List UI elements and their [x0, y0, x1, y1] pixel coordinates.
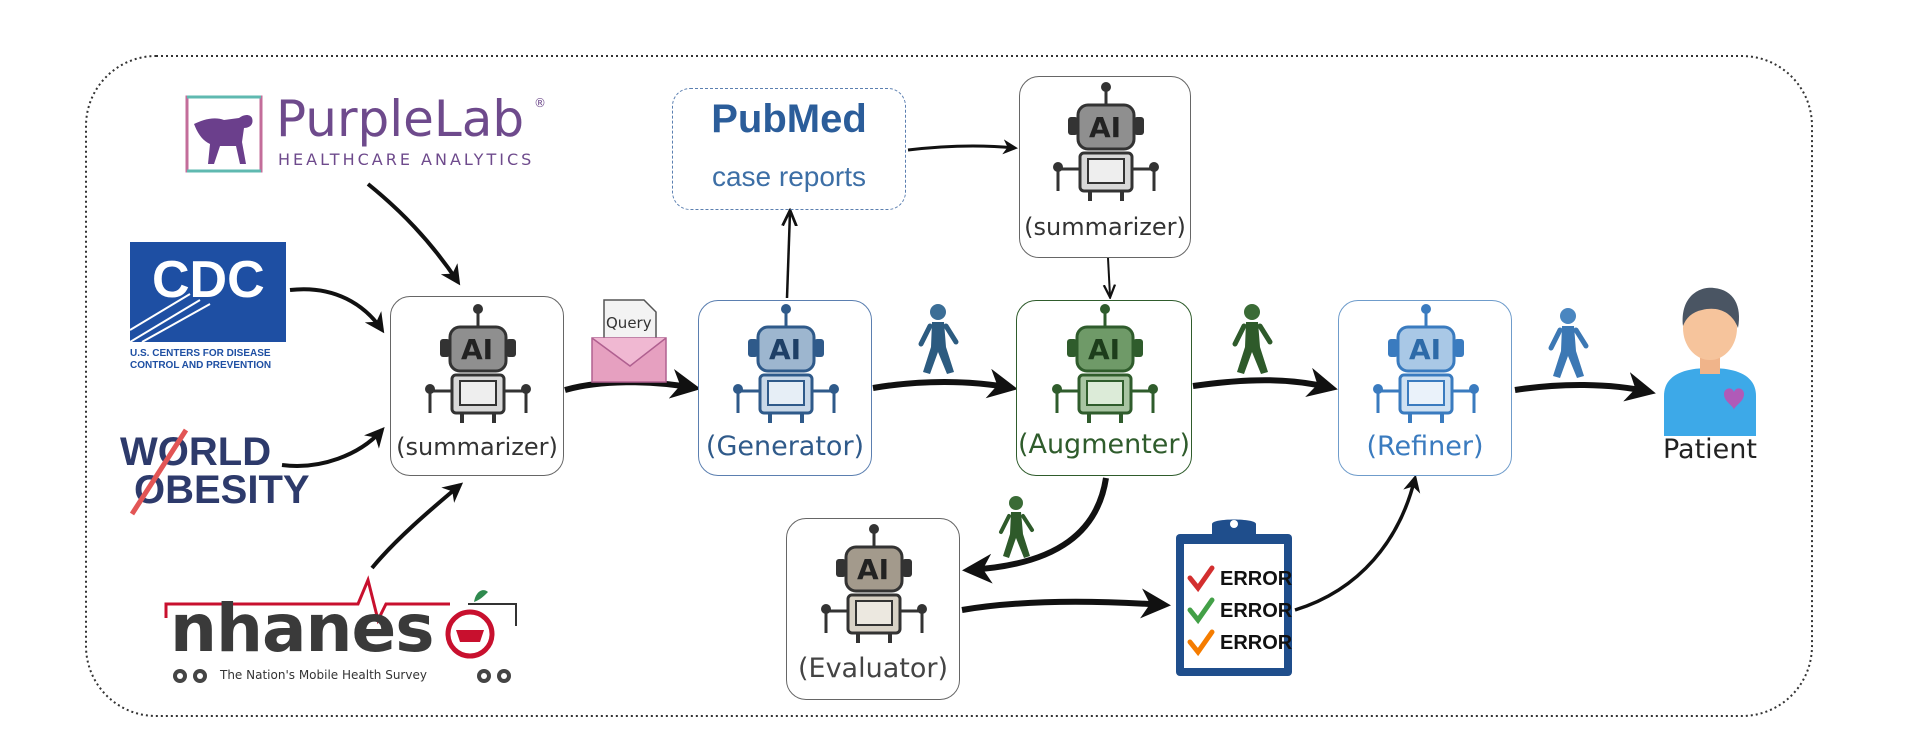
robot-icon — [1053, 82, 1159, 201]
robot-icon — [425, 304, 531, 423]
clipboard-item-2: ERROR — [1220, 600, 1293, 622]
summarizer-top-label: (summarizer) — [1024, 213, 1186, 241]
arrow-evaluator-to-clipboard — [961, 588, 1171, 619]
world-obesity-logo: WORLD OBESITY — [118, 428, 310, 520]
augmenter-label: (Augmenter) — [1017, 429, 1191, 460]
purplelab-registered: ® — [534, 96, 546, 110]
robot-icon — [821, 524, 927, 643]
purplelab-name: PurpleLab — [276, 90, 525, 148]
nhanes-logo: nhanes The Nation's Mobile Health Survey — [158, 560, 528, 690]
patient-label: Patient — [1662, 434, 1757, 465]
evaluator-node: AI (Evaluator) — [786, 518, 960, 700]
augmenter-node: AI (Augmenter) — [1016, 300, 1192, 476]
arrow-nhanes-to-summarizer — [370, 482, 464, 570]
pubmed-source-box: PubMed case reports — [672, 88, 906, 210]
arrow-purplelab-to-summarizer — [366, 182, 461, 286]
evaluator-label: (Evaluator) — [797, 653, 949, 684]
robot-icon — [1052, 304, 1158, 423]
arrow-generator-to-pubmed — [787, 212, 790, 299]
outer-dashed-frame — [85, 55, 1813, 717]
clipboard-icon — [1176, 519, 1292, 676]
clipboard-item-1: ERROR — [1220, 568, 1293, 590]
ai-text: AI — [768, 333, 802, 366]
arrow-pubmed-to-top-summarizer — [907, 139, 1018, 155]
purplelab-logo: PurpleLab ® HEALTHCARE ANALYTICS — [184, 90, 549, 176]
generator-node: AI (Generator) — [698, 300, 872, 476]
error-clipboard: ERROR ERROR ERROR — [1172, 516, 1296, 678]
patient: Patient — [1652, 276, 1768, 476]
refiner-node: AI (Refiner) — [1338, 300, 1512, 476]
walker-icon — [1548, 308, 1589, 378]
summarizer-label: (summarizer) — [396, 433, 558, 461]
clipboard-item-3: ERROR — [1220, 632, 1293, 654]
robot-icon — [733, 304, 839, 423]
cdc-logo: CDC U.S. CENTERS FOR DISEASE CONTROL AND… — [130, 242, 290, 372]
pubmed-subtitle: case reports — [711, 161, 867, 192]
nhanes-name: nhanes — [170, 590, 435, 667]
ai-text: AI — [1087, 333, 1121, 366]
arrow-top-summarizer-to-augmenter — [1108, 257, 1110, 296]
cdc-badge: CDC — [130, 242, 286, 342]
cdc-line2: CONTROL AND PREVENTION — [130, 360, 272, 371]
world-obesity-line1: WORLD — [120, 430, 272, 474]
nhanes-tagline: The Nation's Mobile Health Survey — [220, 668, 427, 682]
query-envelope: Query — [590, 296, 668, 384]
envelope-label: Query — [606, 314, 652, 332]
dog-icon — [185, 95, 263, 173]
ai-text: AI — [460, 333, 494, 366]
nhanes-graphic — [164, 575, 517, 683]
ai-text: AI — [1408, 333, 1442, 366]
summarizer-top-node: AI (summarizer) — [1019, 76, 1191, 258]
cdc-name: CDC — [152, 251, 265, 309]
envelope-icon — [591, 299, 667, 383]
arrow-generator-to-augmenter — [872, 368, 1018, 399]
arrow-cdc-to-summarizer — [289, 287, 385, 334]
patient-icon — [1664, 287, 1756, 436]
arrow-refiner-to-patient — [1514, 372, 1656, 402]
arrow-augmenter-to-evaluator — [962, 477, 1109, 584]
purplelab-tagline: HEALTHCARE ANALYTICS — [278, 150, 535, 169]
cdc-line1: U.S. CENTERS FOR DISEASE — [130, 348, 271, 359]
ai-text: AI — [1088, 111, 1122, 144]
pubmed-name: PubMed — [711, 97, 867, 141]
ai-text: AI — [856, 553, 890, 586]
refiner-label: (Refiner) — [1366, 431, 1484, 462]
arrow-clipboard-to-refiner — [1294, 474, 1421, 612]
walker-icon — [918, 304, 959, 374]
world-obesity-line2: OBESITY — [134, 468, 310, 512]
generator-label: (Generator) — [705, 431, 865, 462]
summarizer-node: AI (summarizer) — [390, 296, 564, 476]
arrow-worldobesity-to-summarizer — [281, 426, 385, 468]
walker-icon — [1232, 304, 1273, 374]
slash-icon — [129, 428, 189, 516]
walker-icon — [999, 496, 1034, 558]
robot-icon — [1373, 304, 1479, 423]
arrow-augmenter-to-refiner — [1192, 367, 1338, 398]
